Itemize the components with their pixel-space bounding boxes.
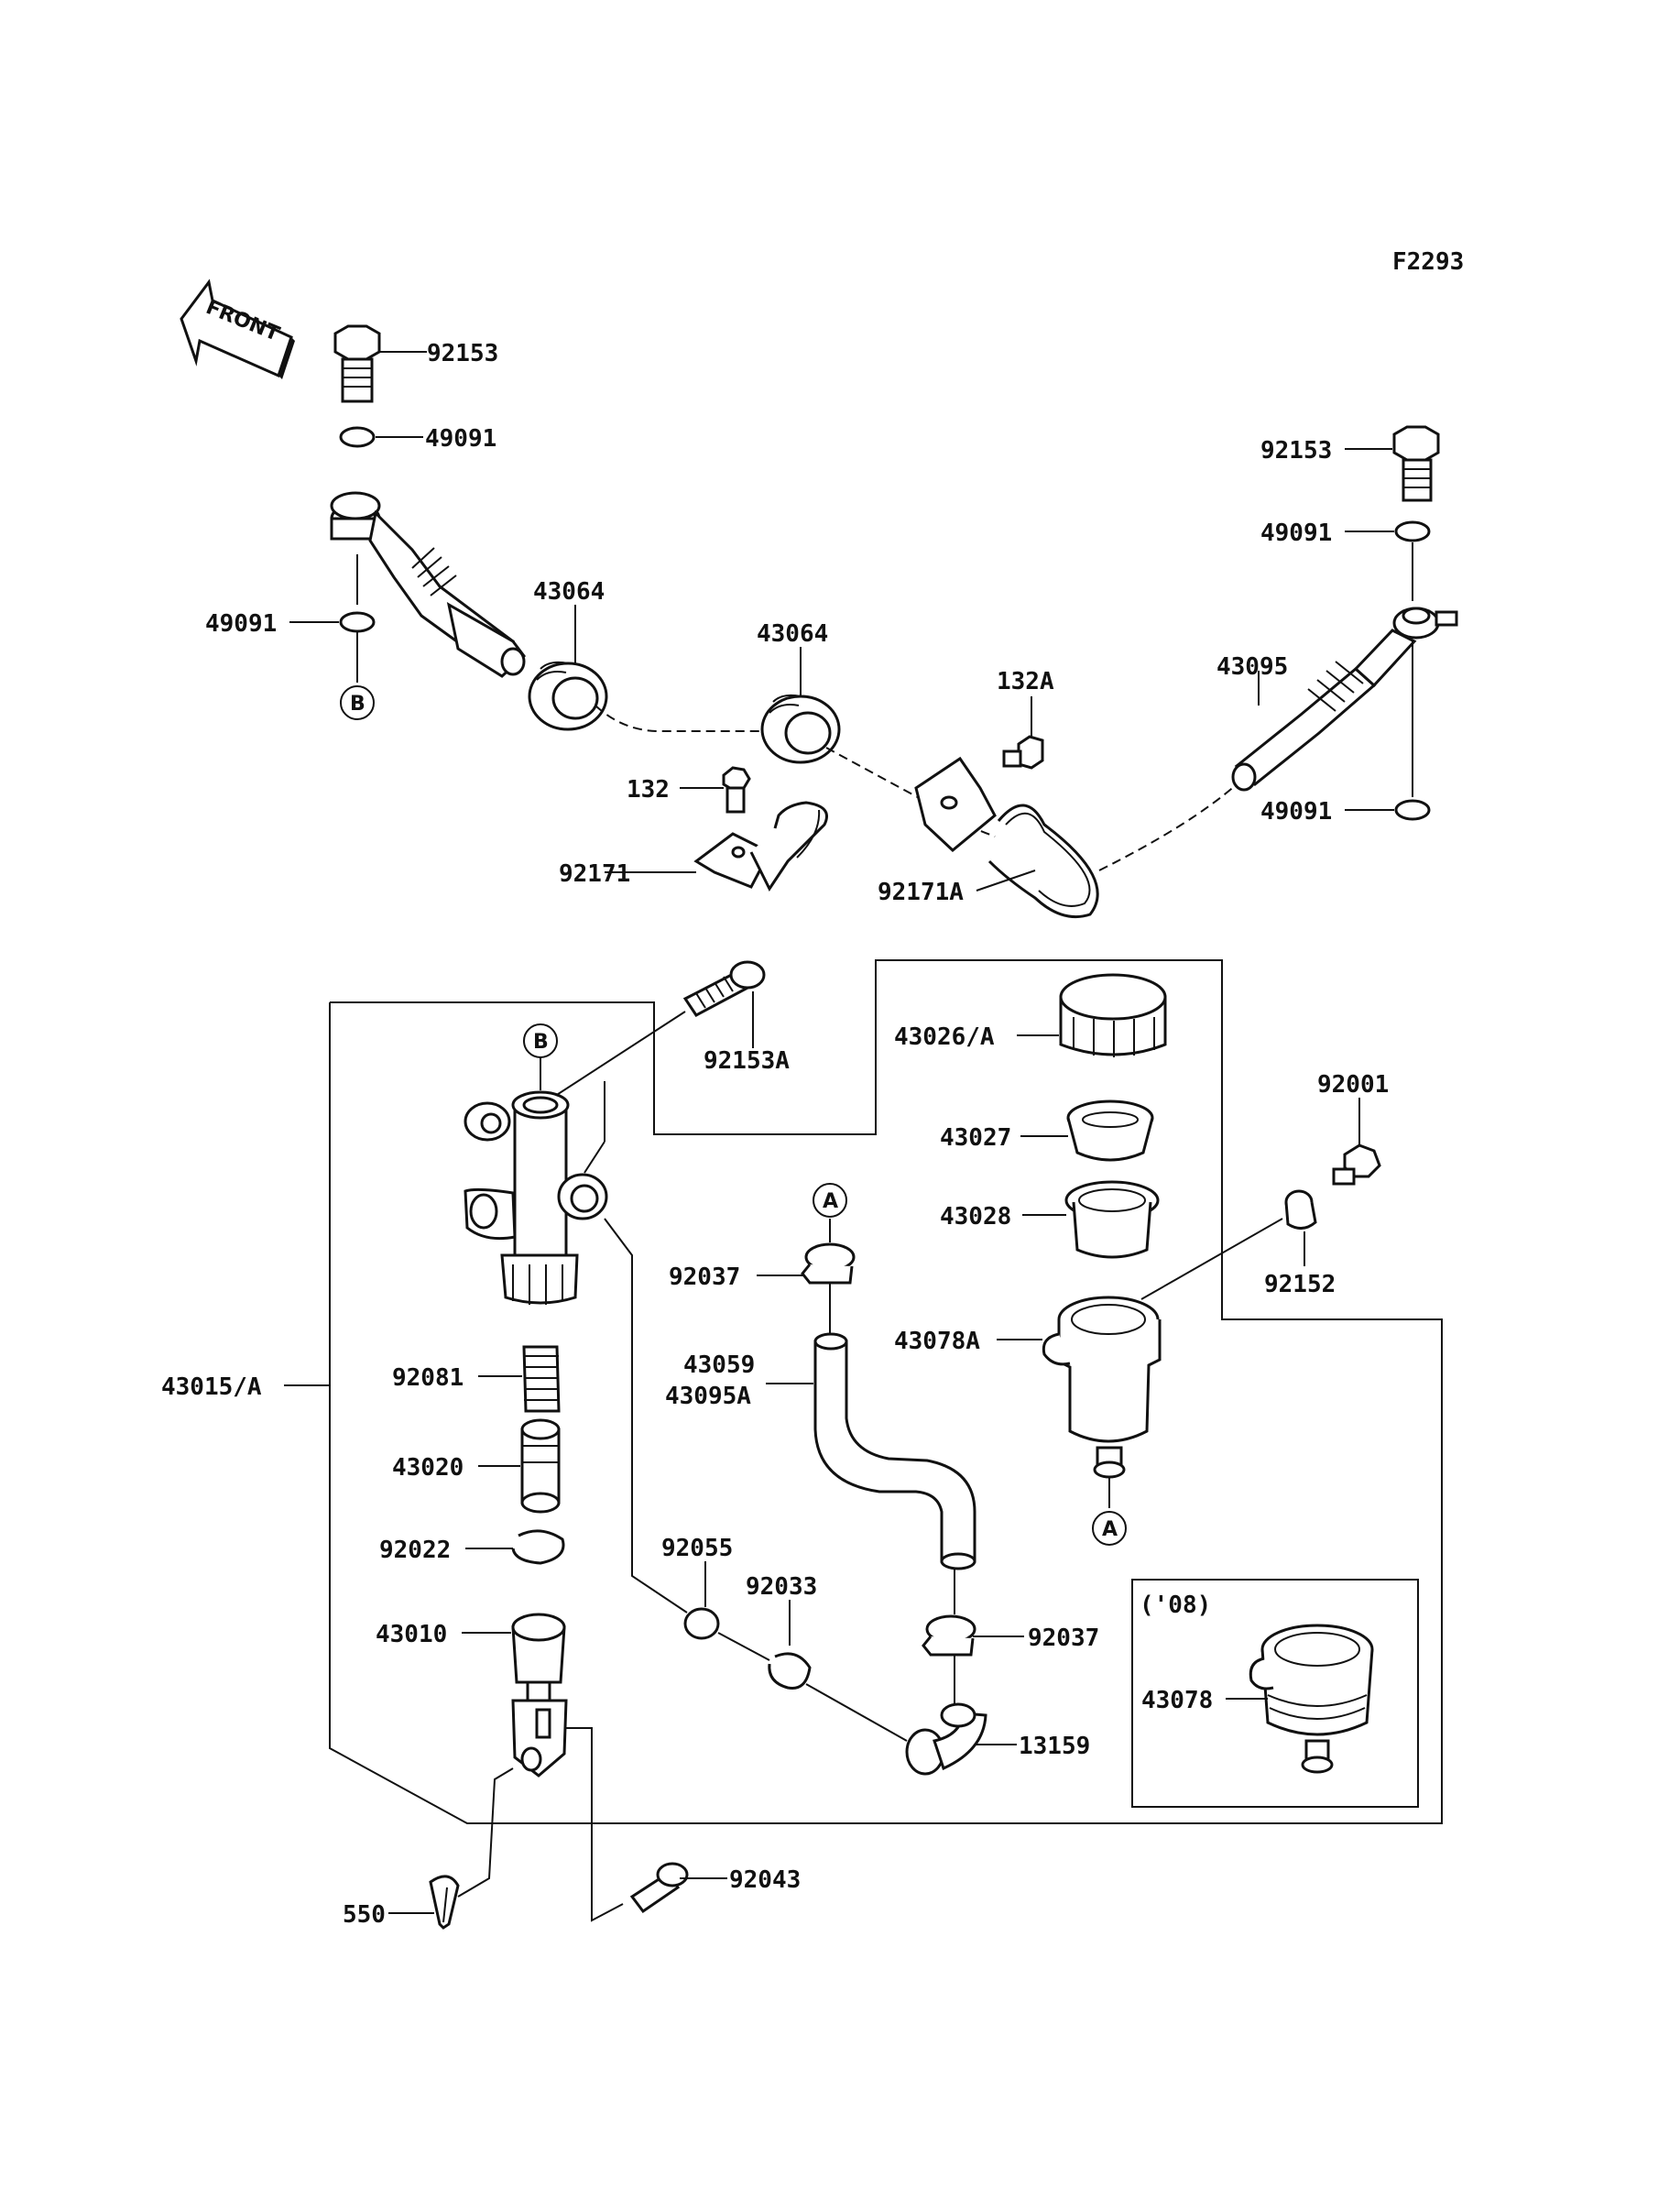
label-43078: 43078	[1141, 1687, 1213, 1714]
inset-box-08	[1131, 1579, 1419, 1808]
bracket-92171a	[914, 756, 1099, 919]
label-49091-right-top: 49091	[1260, 520, 1332, 547]
label-92043: 92043	[729, 1866, 801, 1894]
label-43059: 43059	[683, 1351, 755, 1379]
bolt-92001	[1332, 1143, 1381, 1186]
circlip-92033	[768, 1652, 812, 1690]
diagram-code: F2293	[1392, 248, 1464, 276]
label-132a: 132A	[997, 668, 1054, 695]
diaphragm	[1064, 1180, 1160, 1259]
elbow-13159	[905, 1702, 987, 1776]
reservoir-43078a	[1042, 1296, 1162, 1479]
diaphragm-plate	[1066, 1100, 1154, 1162]
label-92153-right: 92153	[1260, 437, 1332, 465]
pin-92043	[629, 1862, 689, 1914]
note-year: ('08)	[1140, 1592, 1211, 1619]
label-49091-top-left: 49091	[425, 425, 496, 453]
ref-b-top-text: B	[350, 693, 365, 716]
label-92033: 92033	[746, 1573, 817, 1601]
label-92055: 92055	[661, 1535, 733, 1562]
clamp-92037-bottom	[922, 1614, 976, 1657]
label-43010: 43010	[376, 1621, 447, 1648]
washer-top-left	[339, 426, 376, 448]
label-132: 132	[627, 776, 670, 804]
pushrod-43010	[511, 1613, 568, 1778]
label-92001: 92001	[1317, 1071, 1389, 1099]
label-92081: 92081	[392, 1364, 464, 1392]
label-43064-left: 43064	[533, 578, 605, 606]
ref-a-top	[813, 1183, 847, 1218]
label-92152: 92152	[1264, 1271, 1336, 1298]
label-49091-left: 49091	[205, 610, 277, 638]
label-92153-left: 92153	[427, 340, 498, 367]
bolt-92153a	[682, 960, 766, 1017]
washer-right-top	[1394, 520, 1431, 542]
hose-fitting-left	[330, 491, 527, 678]
label-92037-top: 92037	[669, 1264, 740, 1291]
bolt-132	[722, 766, 751, 814]
banjo-bolt-left	[333, 324, 381, 403]
hose-43059	[813, 1332, 976, 1570]
clamp-92037-top	[801, 1242, 856, 1285]
grommet-left	[528, 661, 608, 731]
label-43020: 43020	[392, 1454, 464, 1482]
hose-fitting-right	[1231, 607, 1458, 792]
label-43078a: 43078A	[894, 1328, 980, 1355]
circlip-92022	[511, 1529, 565, 1565]
banjo-bolt-right	[1392, 425, 1440, 502]
cotter-pin-550	[429, 1875, 460, 1930]
label-43095: 43095	[1216, 653, 1288, 681]
ref-a-bottom	[1092, 1511, 1127, 1546]
ref-b-bottom-text: B	[533, 1031, 549, 1054]
label-43026a: 43026/A	[894, 1023, 995, 1051]
label-92153a: 92153A	[704, 1047, 790, 1075]
label-43095a: 43095A	[665, 1383, 751, 1410]
master-cylinder-body	[464, 1090, 608, 1305]
bracket-92171	[693, 801, 828, 892]
label-92022: 92022	[379, 1537, 451, 1564]
label-43064-mid: 43064	[757, 620, 828, 648]
grommet-mid	[760, 694, 841, 764]
washer-right-bottom	[1394, 799, 1431, 821]
bolt-132a	[1002, 735, 1044, 770]
collar-92152	[1284, 1189, 1317, 1230]
label-92037-bottom: 92037	[1028, 1625, 1099, 1652]
label-43015a: 43015/A	[161, 1373, 262, 1401]
label-92171a: 92171A	[878, 879, 964, 906]
o-ring-92055	[683, 1607, 720, 1640]
assembly-frame	[329, 959, 1443, 1824]
label-550: 550	[343, 1901, 386, 1929]
label-13159: 13159	[1019, 1733, 1090, 1760]
label-43028: 43028	[940, 1203, 1011, 1231]
label-92171: 92171	[559, 860, 630, 888]
washer-left	[339, 611, 376, 633]
reservoir-43078	[1249, 1624, 1374, 1774]
reservoir-cap	[1059, 973, 1167, 1057]
spring-92081	[522, 1345, 561, 1413]
ref-a-bottom-text: A	[1102, 1518, 1118, 1541]
front-arrow-icon: FRONT	[180, 279, 295, 379]
label-49091-right-bottom: 49091	[1260, 798, 1332, 826]
piston-43020	[520, 1418, 561, 1514]
ref-a-top-text: A	[823, 1190, 838, 1213]
label-43027: 43027	[940, 1124, 1011, 1152]
ref-b-top	[340, 685, 375, 720]
